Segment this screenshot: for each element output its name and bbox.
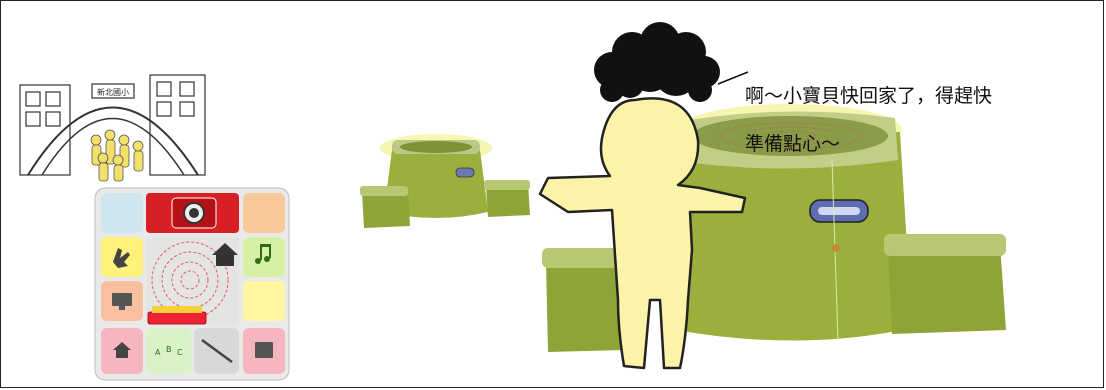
book-icon	[255, 342, 273, 358]
keyboard-icon	[148, 306, 206, 324]
large-stool-left	[542, 248, 626, 352]
svg-text:C: C	[177, 348, 183, 357]
svg-text:A: A	[155, 348, 161, 357]
speech-text: 啊～小寶貝快回家了，得趕快 準備點心～	[745, 60, 992, 180]
curly-hair	[594, 22, 720, 102]
svg-text:B: B	[166, 345, 172, 354]
camera-icon	[172, 198, 216, 228]
speech-pointer	[718, 72, 748, 84]
small-stool-left	[360, 186, 410, 228]
speech-line-1: 啊～小寶貝快回家了，得趕快	[745, 84, 992, 108]
speech-line-2: 準備點心～	[745, 132, 992, 156]
large-stool-right	[884, 234, 1006, 334]
children-icon	[91, 130, 143, 181]
small-stool-right	[484, 180, 530, 217]
school-sign: 新北國小	[97, 87, 129, 97]
